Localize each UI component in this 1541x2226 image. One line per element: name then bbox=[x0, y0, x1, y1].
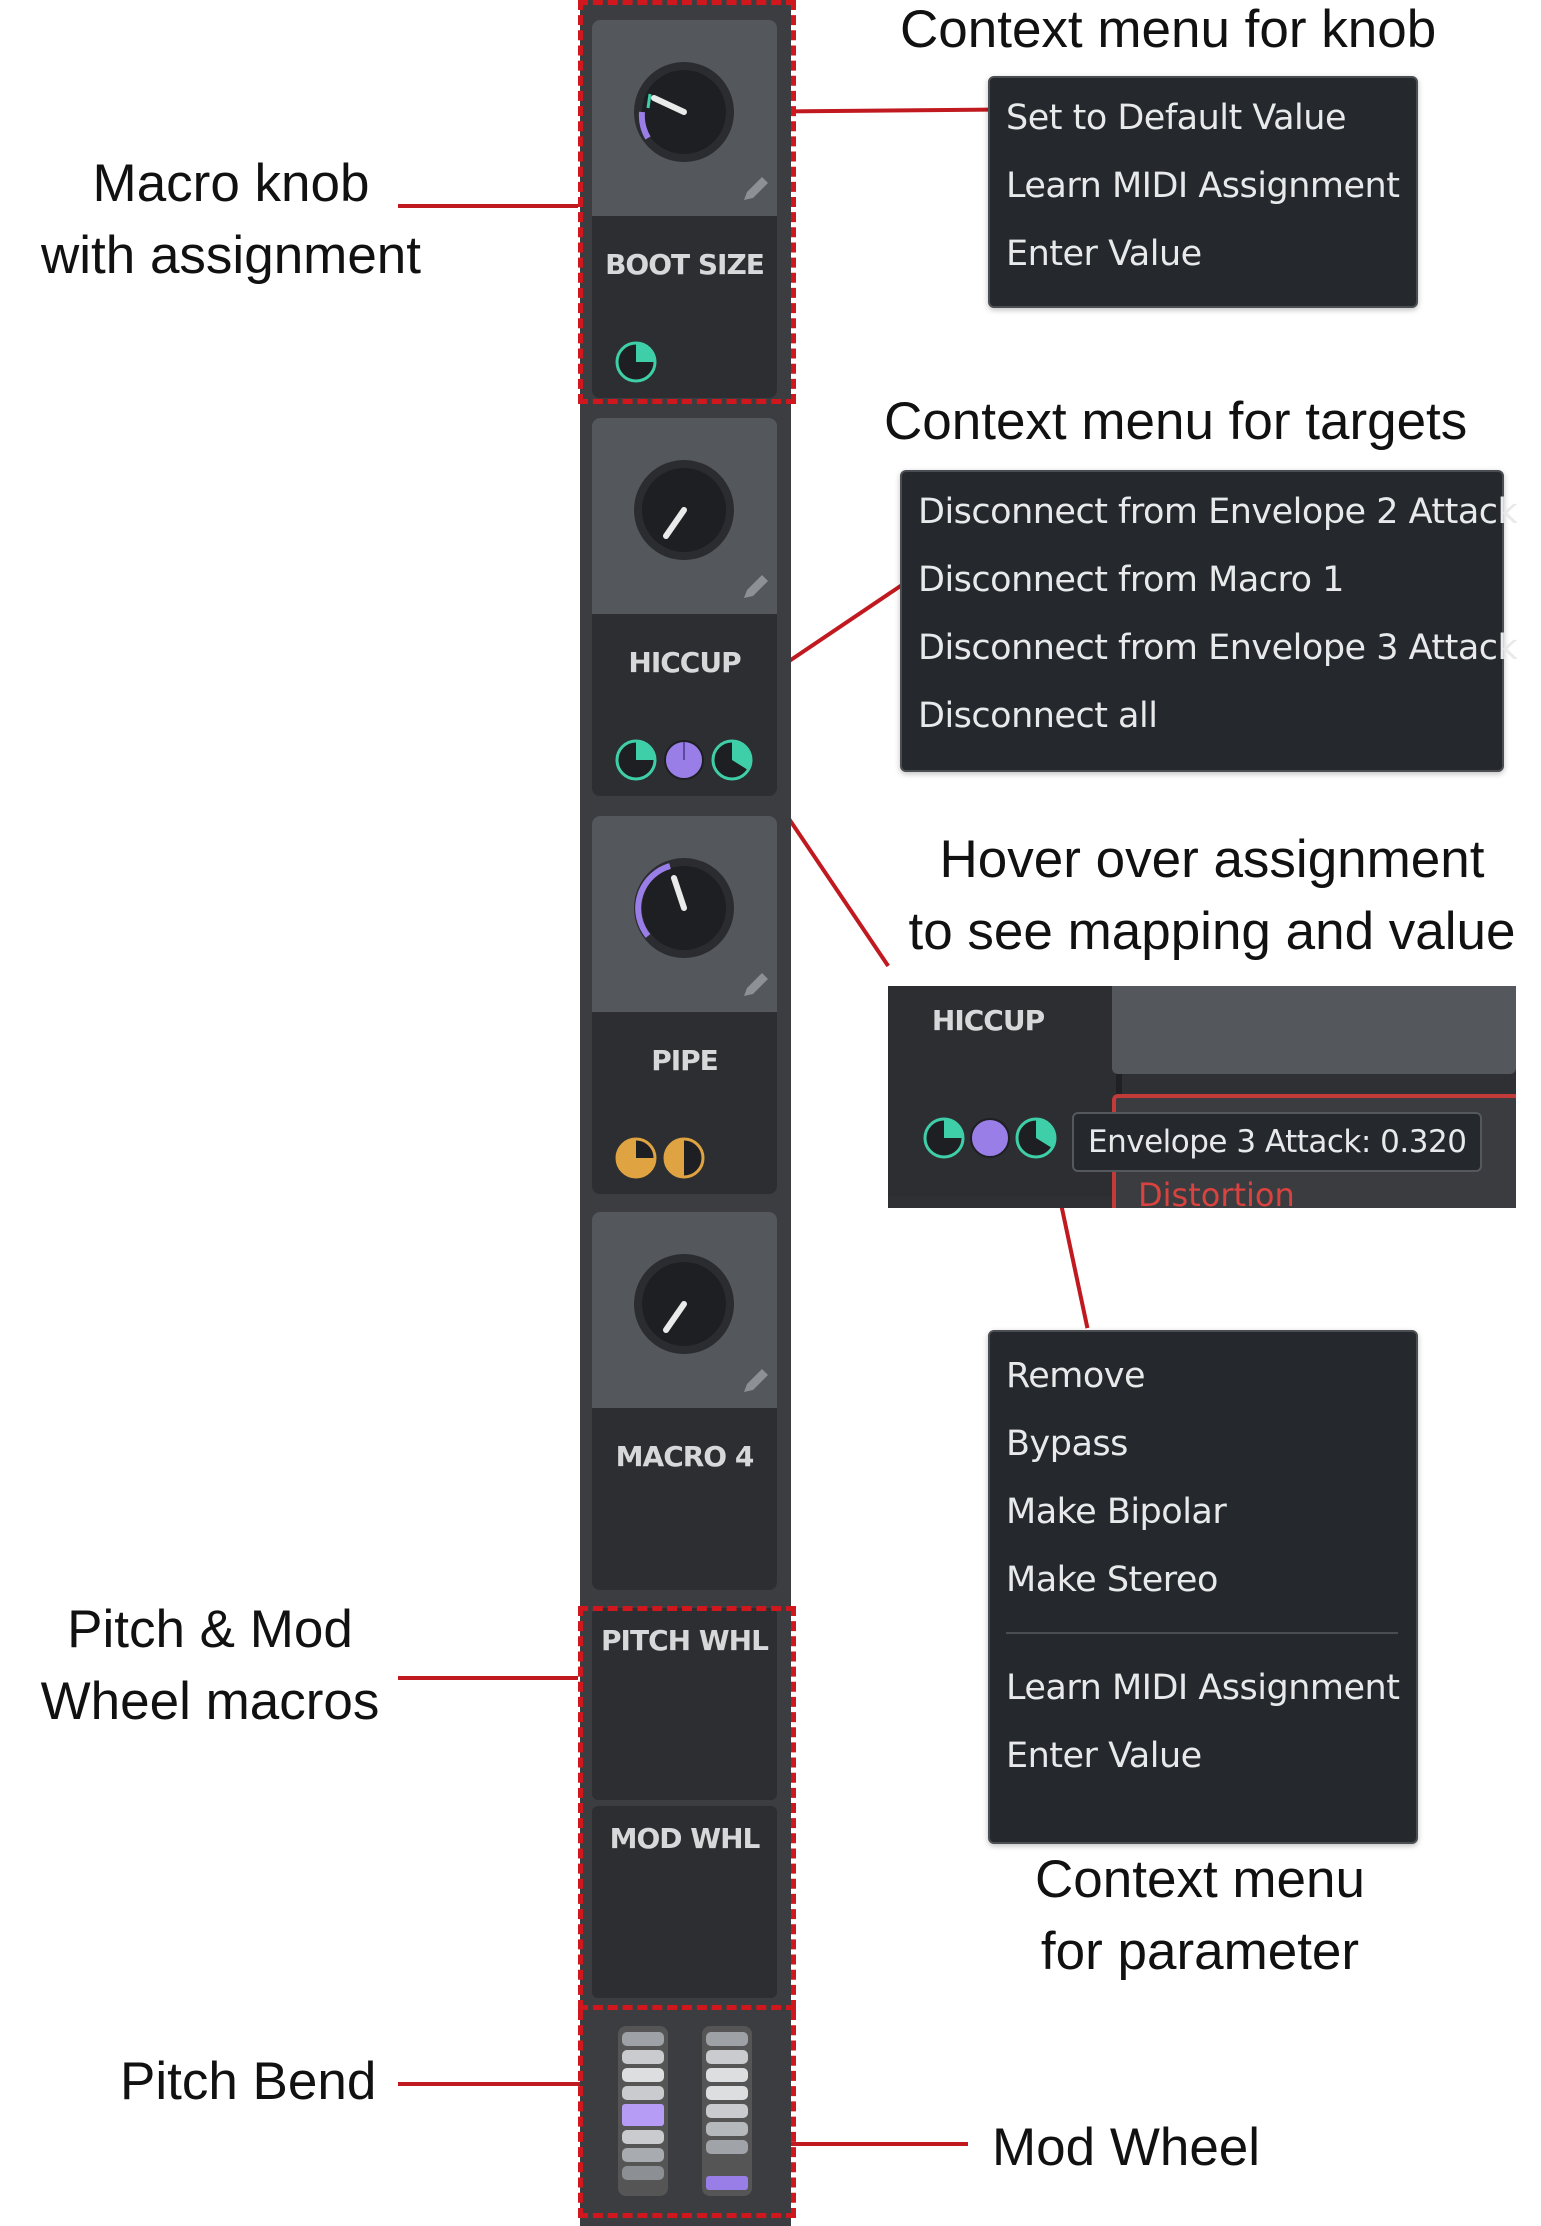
macro-card-macro-4[interactable]: MACRO 4 bbox=[592, 1212, 777, 1590]
macro-knob-annotation-line2: with assignment bbox=[40, 226, 421, 285]
macro-knob[interactable] bbox=[630, 1250, 738, 1358]
macro-card-hiccup[interactable]: HICCUP bbox=[592, 418, 777, 796]
knob-context-menu: Set to Default Value Learn MIDI Assignme… bbox=[988, 76, 1418, 308]
mod-wheel-annotation: Mod Wheel bbox=[992, 2118, 1261, 2177]
macro-label: PIPE bbox=[651, 1044, 719, 1077]
highlight-wheel-macros bbox=[578, 1606, 796, 2010]
pitch-bend-wheel[interactable] bbox=[618, 2026, 668, 2196]
pitch-wheel-label: PITCH WHL bbox=[601, 1624, 769, 1657]
menu-item-disconnect-macro1[interactable]: Disconnect from Macro 1 bbox=[918, 560, 1344, 600]
highlight-wheels bbox=[578, 2010, 796, 2218]
targets-context-menu: Disconnect from Envelope 2 Attack Discon… bbox=[900, 470, 1518, 772]
macro-strip: BOOT SIZE HICCUP bbox=[580, 0, 791, 2226]
pitch-mod-annotation-line2: Wheel macros bbox=[40, 1672, 380, 1731]
inset-panel bbox=[1112, 986, 1516, 1074]
pencil-icon[interactable] bbox=[738, 568, 774, 604]
mod-wheel-control[interactable] bbox=[702, 2026, 752, 2196]
macro-knob-area bbox=[592, 418, 777, 614]
macro-knob-area bbox=[592, 816, 777, 1012]
mod-wheel-macro[interactable]: MOD WHL bbox=[592, 1806, 777, 1998]
assignment-dot-teal[interactable] bbox=[614, 738, 658, 782]
macro-knob[interactable] bbox=[630, 456, 738, 564]
macro-knob-area bbox=[592, 1212, 777, 1408]
leader-mod-wheel bbox=[752, 2142, 968, 2146]
inset-assignment-dots bbox=[923, 1117, 1057, 1159]
menu-item-disconnect-env3[interactable]: Disconnect from Envelope 3 Attack bbox=[918, 628, 1518, 668]
targets-menu-heading: Context menu for targets bbox=[884, 392, 1468, 451]
menu-item-learn-midi[interactable]: Learn MIDI Assignment bbox=[1006, 166, 1400, 206]
assignment-tooltip: Envelope 3 Attack: 0.320 bbox=[1072, 1112, 1483, 1172]
parameter-context-menu: Remove Bypass Make Bipolar Make Stereo L… bbox=[988, 1330, 1418, 1844]
param-menu-annotation-line2: for parameter bbox=[1040, 1922, 1360, 1981]
macro-label: BOOT SIZE bbox=[605, 248, 765, 281]
menu-item-learn-midi[interactable]: Learn MIDI Assignment bbox=[1006, 1668, 1400, 1708]
inset-device-name: Distortion bbox=[1138, 1176, 1295, 1208]
hover-inset-screenshot: HICCUP Distortion Envelope 3 Attack: 0.3… bbox=[888, 986, 1516, 1208]
highlight-macro-knob bbox=[578, 0, 796, 404]
leader-pitch-bend bbox=[398, 2082, 630, 2086]
knob-menu-heading: Context menu for knob bbox=[900, 0, 1437, 59]
assignment-dot-teal[interactable] bbox=[710, 738, 754, 782]
menu-item-make-bipolar[interactable]: Make Bipolar bbox=[1006, 1492, 1227, 1532]
pitch-mod-annotation-line1: Pitch & Mod bbox=[67, 1600, 353, 1659]
menu-item-remove[interactable]: Remove bbox=[1006, 1356, 1146, 1396]
macro-label: MACRO 4 bbox=[615, 1440, 755, 1473]
pencil-icon[interactable] bbox=[738, 966, 774, 1002]
menu-separator bbox=[1006, 1632, 1398, 1634]
mod-wheel-label: MOD WHL bbox=[609, 1822, 761, 1855]
menu-item-set-default[interactable]: Set to Default Value bbox=[1006, 98, 1346, 138]
leader-pitch-mod bbox=[398, 1676, 578, 1680]
macro-knob[interactable] bbox=[630, 854, 738, 962]
hover-annotation-line1: Hover over assignment bbox=[939, 830, 1485, 889]
param-menu-annotation-line1: Context menu bbox=[1035, 1850, 1365, 1909]
hover-annotation-line2: to see mapping and value bbox=[908, 902, 1516, 961]
menu-item-disconnect-env2[interactable]: Disconnect from Envelope 2 Attack bbox=[918, 492, 1518, 532]
menu-item-enter-value[interactable]: Enter Value bbox=[1006, 1736, 1202, 1776]
menu-item-enter-value[interactable]: Enter Value bbox=[1006, 234, 1202, 274]
pencil-icon[interactable] bbox=[738, 1362, 774, 1398]
macro-knob[interactable] bbox=[630, 58, 738, 166]
menu-item-bypass[interactable]: Bypass bbox=[1006, 1424, 1128, 1464]
assignment-dot-purple[interactable] bbox=[662, 738, 706, 782]
menu-item-disconnect-all[interactable]: Disconnect all bbox=[918, 696, 1158, 736]
menu-item-make-stereo[interactable]: Make Stereo bbox=[1006, 1560, 1218, 1600]
pitch-wheel-macro[interactable]: PITCH WHL bbox=[592, 1608, 777, 1800]
inset-macro-label: HICCUP bbox=[931, 1004, 1045, 1037]
leader-macro-knob bbox=[398, 204, 578, 208]
assignment-dot-gold[interactable] bbox=[614, 1136, 658, 1180]
pitch-bend-annotation: Pitch Bend bbox=[120, 2052, 377, 2111]
macro-label: HICCUP bbox=[628, 646, 741, 679]
macro-knob-annotation-line1: Macro knob bbox=[92, 154, 370, 213]
macro-card-pipe[interactable]: PIPE bbox=[592, 816, 777, 1194]
assignment-dot-gold[interactable] bbox=[662, 1136, 706, 1180]
macro-card-boot-size[interactable]: BOOT SIZE bbox=[592, 20, 777, 398]
macro-knob-area bbox=[592, 20, 777, 216]
assignment-dot-teal[interactable] bbox=[614, 340, 658, 384]
pencil-icon[interactable] bbox=[738, 170, 774, 206]
